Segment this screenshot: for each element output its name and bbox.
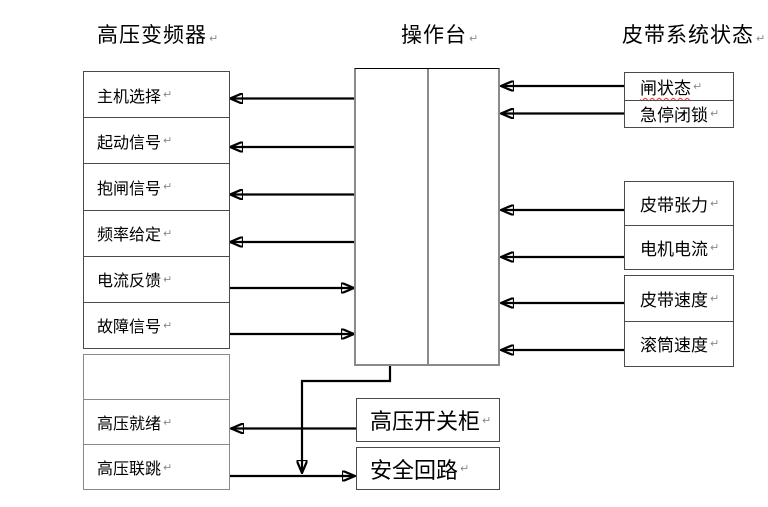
box-label: 高压开关柜	[370, 410, 481, 435]
cell-label: 闸状态	[640, 78, 691, 99]
paragraph-mark: ↵	[710, 197, 720, 210]
belt-status-title-text: 皮带系统状态	[622, 23, 754, 47]
belt-sensor-table-1: 皮带张力↵ 电机电流↵	[624, 181, 734, 270]
belt-status-title: 皮带系统状态↵	[622, 19, 766, 49]
paragraph-mark: ↵	[710, 337, 720, 351]
paragraph-mark: ↵	[163, 180, 173, 194]
paragraph-mark: ↵	[710, 291, 720, 305]
cell-motor-current: 电机电流↵	[625, 225, 733, 269]
paragraph-mark: ↵	[756, 32, 767, 45]
cell-fault-signal: 故障信号↵	[84, 301, 229, 348]
cell-start-signal: 起动信号↵	[84, 117, 229, 163]
cell-label: 皮带速度	[640, 290, 708, 311]
paragraph-mark: ↵	[482, 413, 492, 427]
cell-label: 电机电流	[640, 240, 708, 260]
cell-label: 急停闭锁	[640, 106, 708, 127]
paragraph-mark: ↵	[163, 134, 173, 148]
cell-drum-speed: 滚筒速度↵	[625, 320, 733, 367]
cell-label: 电流反馈	[97, 271, 162, 291]
cell-label: 主机选择	[97, 86, 162, 106]
vfd-title: 高压变频器↵	[97, 19, 219, 49]
paragraph-mark: ↵	[710, 241, 720, 254]
console-divider	[427, 69, 429, 364]
paragraph-mark: ↵	[693, 79, 703, 93]
cell-label: 高压就绪	[97, 414, 162, 433]
paragraph-mark: ↵	[163, 318, 173, 332]
cell-hv-ready: 高压就绪↵	[84, 399, 229, 444]
cell-brake-signal: 抱闸信号↵	[84, 163, 229, 209]
cell-estop-lockout: 急停闭锁↵	[625, 99, 733, 128]
paragraph-mark: ↵	[163, 272, 173, 286]
cell-label: 抱闸信号	[97, 178, 162, 198]
cell-label: 起动信号	[97, 132, 162, 152]
cell-label: 故障信号	[97, 317, 162, 337]
belt-sensor-table-2: 皮带速度↵ 滚筒速度↵	[624, 275, 734, 367]
cell-current-feedback: 电流反馈↵	[84, 255, 229, 302]
cell-freq-setpoint: 频率给定↵	[84, 209, 229, 256]
box-safety-circuit: 安全回路↵	[356, 447, 500, 490]
paragraph-mark: ↵	[163, 226, 173, 240]
console-box	[354, 68, 500, 366]
paragraph-mark: ↵	[163, 88, 173, 102]
cell-host-select: 主机选择↵	[84, 72, 229, 117]
console-title-text: 操作台	[401, 23, 467, 47]
paragraph-mark: ↵	[710, 107, 720, 121]
paragraph-mark: ↵	[163, 460, 173, 474]
vfd-hv-table: 高压就绪↵ 高压联跳↵	[83, 354, 230, 490]
vfd-title-text: 高压变频器	[97, 23, 207, 47]
cell-belt-tension: 皮带张力↵	[625, 182, 733, 225]
cell-gate-status: 闸状态↵	[625, 73, 733, 100]
paragraph-mark: ↵	[460, 462, 470, 475]
console-title: 操作台↵	[401, 19, 479, 49]
cell-label: 滚筒速度	[640, 336, 708, 357]
vfd-signals-table: 主机选择↵ 起动信号↵ 抱闸信号↵ 频率给定↵ 电流反馈↵ 故障信号↵	[83, 71, 230, 349]
cell-hv-interlock-trip: 高压联跳↵	[84, 444, 229, 489]
box-label: 安全回路	[370, 458, 459, 484]
paragraph-mark: ↵	[209, 32, 220, 45]
cell-belt-speed: 皮带速度↵	[625, 276, 733, 321]
cell-label: 皮带张力	[640, 196, 708, 216]
paragraph-mark: ↵	[163, 415, 173, 429]
box-hv-switchgear: 高压开关柜↵	[356, 398, 500, 442]
paragraph-mark: ↵	[469, 32, 480, 45]
cell-label: 频率给定	[97, 225, 162, 245]
cell-empty	[84, 355, 229, 399]
belt-brake-table: 闸状态↵ 急停闭锁↵	[624, 72, 734, 128]
cell-label: 高压联跳	[97, 459, 162, 478]
